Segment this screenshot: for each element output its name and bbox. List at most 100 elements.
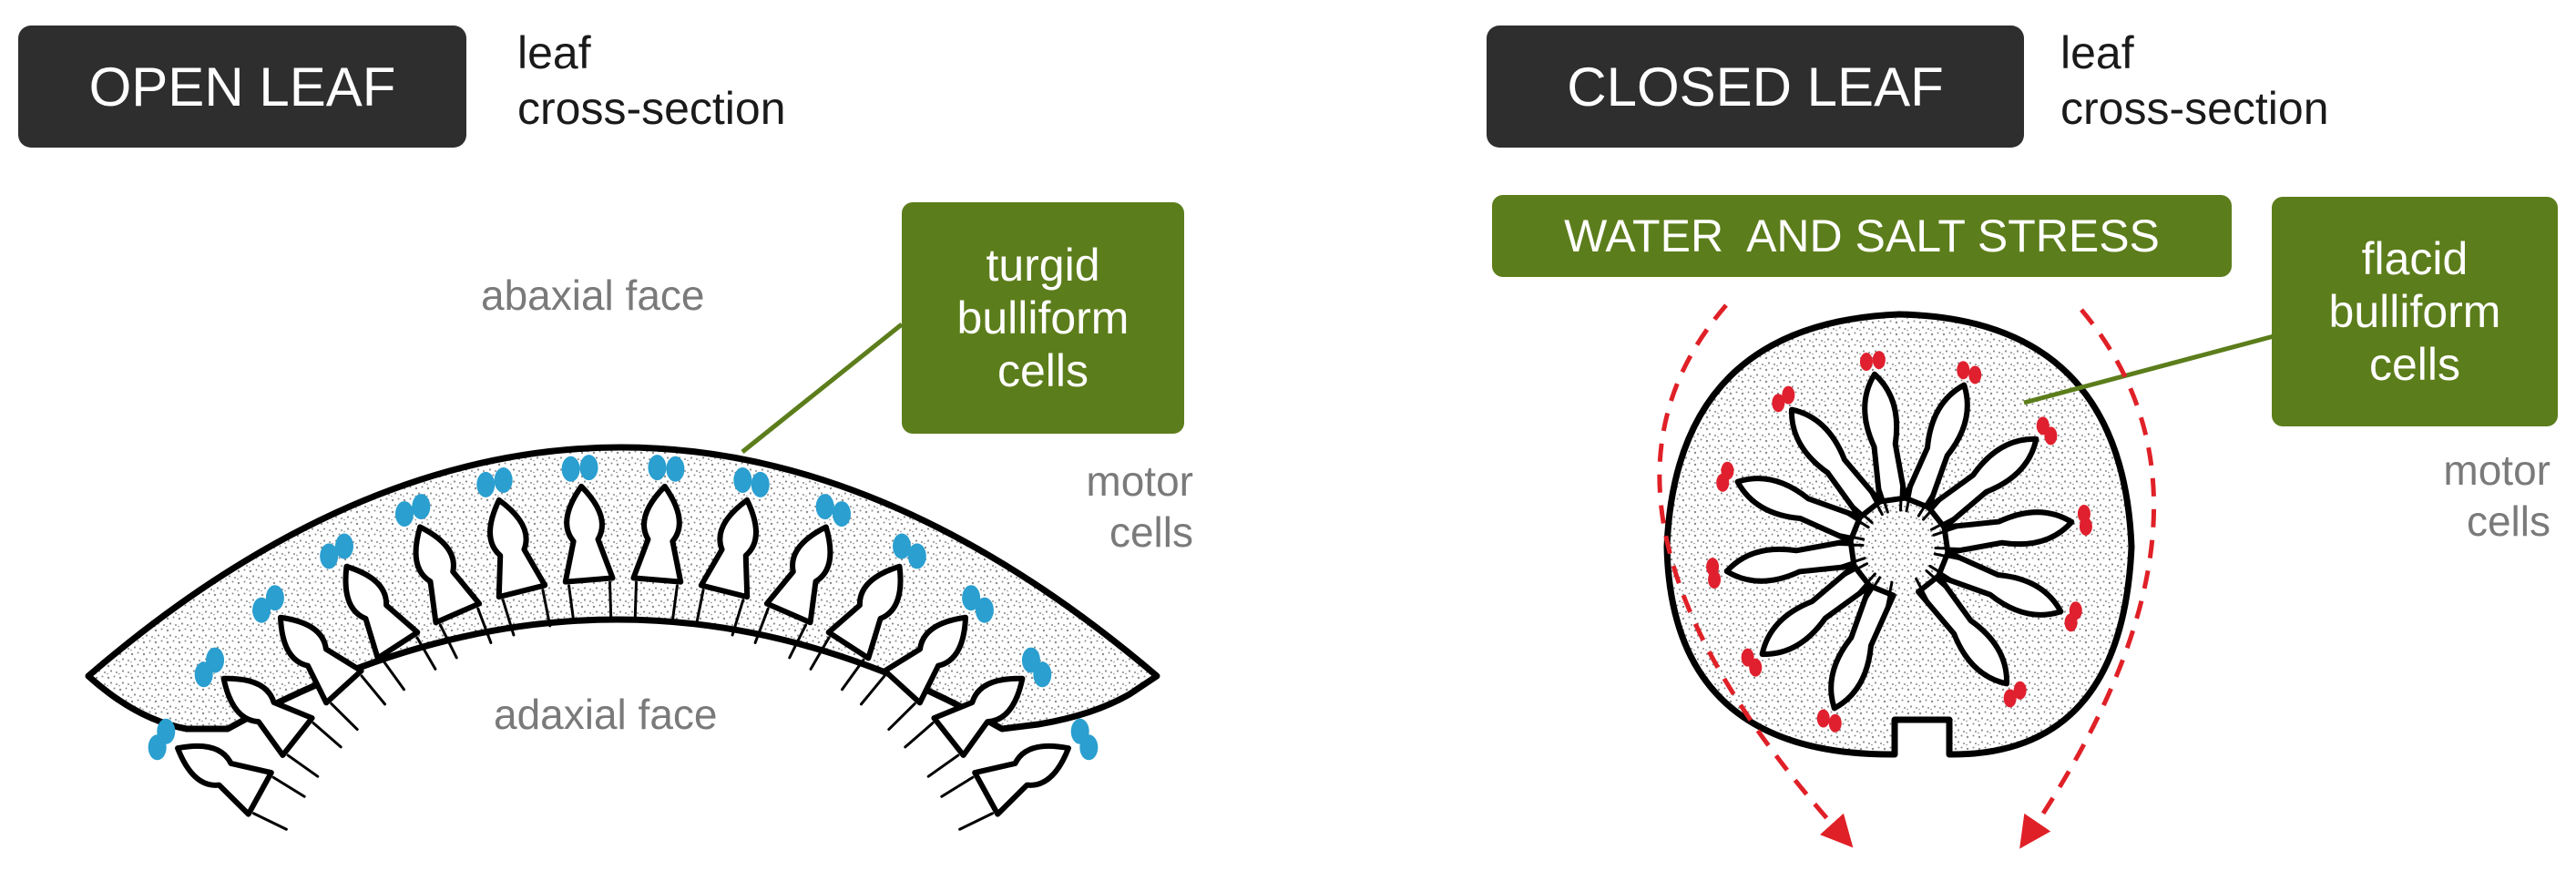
- turgid-callout-line-2: bulliform: [956, 292, 1130, 343]
- closed-lobe: [1902, 382, 1970, 510]
- turgid-cell: [962, 585, 981, 611]
- open-lobe: [487, 497, 548, 600]
- closed-leaf-subtitle: leaf cross-section: [2060, 26, 2329, 137]
- closed-spike: [1876, 483, 1889, 514]
- closed-spike: [1835, 557, 1866, 569]
- open-lobe: [825, 563, 904, 661]
- open-lobe: [342, 563, 421, 661]
- open-spike: [381, 658, 405, 692]
- open-leaf-lobes: [175, 483, 1071, 817]
- flacid-cell: [1749, 658, 1763, 677]
- flacid-cell: [1968, 365, 1982, 384]
- open-spike: [841, 658, 865, 692]
- open-spike: [926, 753, 960, 778]
- open-lobe: [698, 497, 759, 600]
- open-lobe: [630, 483, 684, 585]
- open-subtitle-line-2: cross-section: [517, 83, 786, 134]
- turgid-cell: [907, 543, 926, 569]
- open-spike: [286, 753, 320, 778]
- rolling-arrow-left: [1657, 303, 1854, 848]
- open-spike: [859, 674, 886, 706]
- open-spike: [670, 584, 679, 624]
- turgid-cell: [194, 661, 213, 688]
- open-lobe: [413, 524, 483, 626]
- open-lobe: [763, 524, 833, 626]
- abaxial-face-label: abaxial face: [481, 272, 705, 319]
- closed-lobe: [1788, 406, 1883, 520]
- open-leaf-section: [85, 323, 1160, 831]
- open-subtitle-line-1: leaf: [517, 27, 591, 78]
- closed-lobe: [1916, 573, 2010, 687]
- open-spike: [251, 812, 288, 831]
- flacid-cell: [2069, 601, 2082, 620]
- open-leaf-subtitle: leaf cross-section: [517, 26, 786, 137]
- open-bulliform-cells: [148, 455, 1099, 761]
- flacid-cell: [2003, 689, 2017, 708]
- closed-spike: [1928, 564, 1957, 583]
- turgid-cell: [733, 467, 752, 494]
- closed-spike: [1833, 532, 1866, 541]
- turgid-cell: [893, 533, 912, 559]
- closed-bulliform-cells: [1706, 351, 2092, 733]
- open-spike: [788, 623, 808, 660]
- turgid-cell: [1021, 647, 1040, 673]
- closed-lobe: [1734, 476, 1863, 544]
- closed-lobe: [1862, 371, 1908, 505]
- turgid-cell: [975, 597, 994, 623]
- closed-spike: [1866, 487, 1884, 517]
- open-spike: [731, 599, 745, 637]
- open-spike: [958, 812, 995, 831]
- closed-spike: [1899, 479, 1904, 512]
- closed-lobe: [1941, 509, 2075, 556]
- open-spike: [940, 775, 975, 798]
- closed-spike: [1832, 542, 1865, 547]
- turgid-cell: [148, 734, 167, 761]
- turgid-callout-leader: [741, 323, 904, 454]
- open-spike: [501, 599, 516, 637]
- flacid-cell: [1957, 361, 1970, 380]
- adaxial-face-label: adaxial face: [494, 691, 718, 738]
- turgid-cell: [334, 533, 353, 559]
- turgid-callout-line-3: cells: [997, 345, 1089, 396]
- open-spike: [904, 722, 935, 749]
- open-lobe: [882, 614, 969, 706]
- closed-lobe: [1723, 538, 1857, 584]
- open-leaf-title: OPEN LEAF: [88, 56, 396, 118]
- flacid-callout-leader: [2023, 333, 2278, 405]
- closed-motor-line-2: cells: [2466, 497, 2550, 546]
- turgid-cell: [579, 455, 598, 481]
- open-spike: [633, 580, 639, 620]
- turgid-cell: [1070, 718, 1089, 744]
- rolling-arrow-right: [2019, 308, 2157, 849]
- closed-spike: [1925, 569, 1950, 592]
- turgid-cell: [666, 456, 685, 482]
- open-spike: [567, 584, 576, 624]
- closed-motor-line-1: motor: [2443, 446, 2550, 494]
- flacid-callout-line-1: flacid: [2361, 233, 2469, 284]
- closed-leaf-title-badge: CLOSED LEAF: [1487, 26, 2024, 148]
- closed-spike: [1863, 576, 1882, 604]
- closed-lobe: [1759, 563, 1873, 658]
- flacid-callout-line-3: cells: [2368, 339, 2461, 390]
- stress-badge: WATER AND SALT STRESS: [1492, 195, 2232, 277]
- open-spike: [809, 636, 831, 671]
- open-spike: [415, 636, 437, 671]
- turgid-cell: [476, 471, 496, 497]
- closed-spike: [1934, 547, 1967, 551]
- flacid-cell: [1859, 353, 1873, 372]
- flacid-cell: [1782, 385, 1795, 405]
- open-leaf-title-badge: OPEN LEAF: [18, 26, 466, 148]
- turgid-cell: [833, 501, 852, 528]
- open-lobe: [175, 743, 274, 817]
- open-lobe: [931, 675, 1026, 758]
- flacid-cell: [2013, 681, 2027, 700]
- turgid-cell: [265, 585, 284, 611]
- closed-spike: [1839, 562, 1869, 579]
- closed-leaf-lobes: [1723, 371, 2075, 712]
- turgid-callout-badge: turgid bulliform cells: [902, 202, 1184, 434]
- open-motor-line-1: motor: [1086, 457, 1193, 505]
- open-spike: [887, 702, 916, 732]
- flacid-callout-badge: flacid bulliform cells: [2272, 197, 2558, 426]
- flacid-cell: [1772, 394, 1785, 413]
